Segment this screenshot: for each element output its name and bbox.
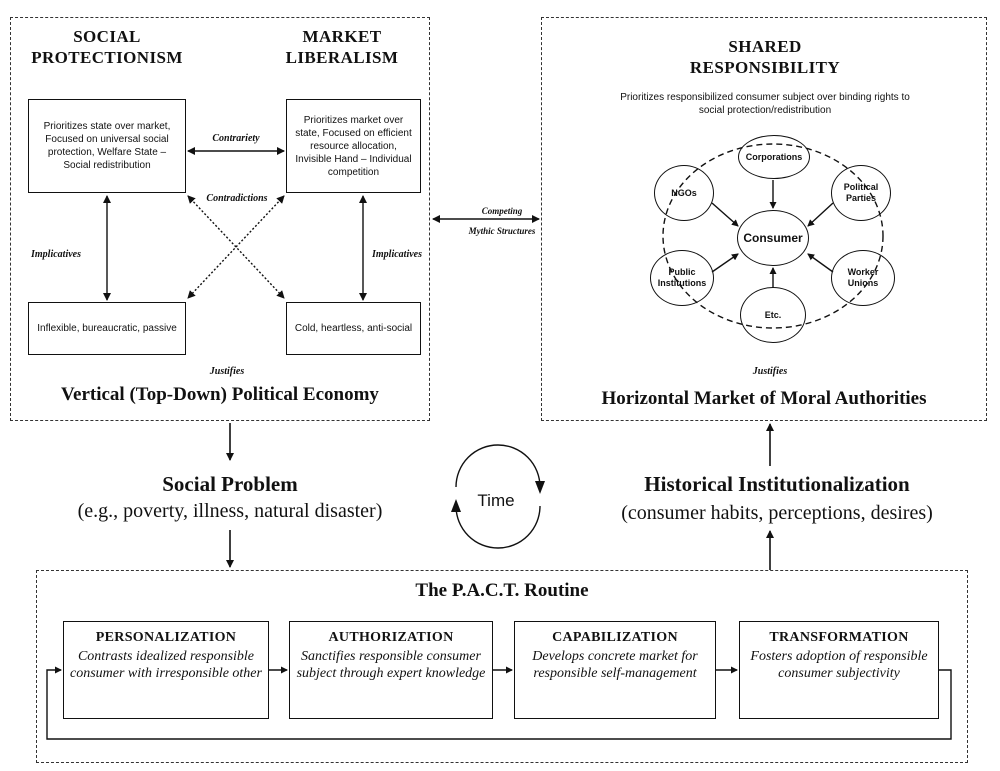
horizontal-market-title: Horizontal Market of Moral Authorities — [601, 388, 927, 409]
social-protectionism-text: Prioritizes state over market, Focused o… — [43, 121, 171, 171]
authorization-desc: Sanctifies responsible consumer subject … — [296, 649, 486, 681]
competing-label: Competing — [481, 206, 523, 216]
mythic-structures-label: Mythic Structures — [468, 226, 536, 236]
historical-institutionalization-subtitle: (consumer habits, perceptions, desires) — [621, 502, 933, 524]
historical-institutionalization-title: Historical Institutionalization — [644, 472, 910, 496]
capabilization-desc: Develops concrete market for responsible… — [532, 649, 698, 681]
transformation-desc: Fosters adoption of responsible consumer… — [750, 649, 928, 681]
shared-responsibility-title: SHARED RESPONSIBILITY — [689, 37, 841, 77]
capabilization-title: CAPABILIZATION — [552, 630, 678, 645]
implicatives-left-label: Implicatives — [31, 249, 81, 260]
public-to-consumer-arrow — [711, 253, 739, 273]
pact-routine-title: The P.A.C.T. Routine — [415, 580, 589, 601]
market-liberalism-text: Prioritizes market over state, Focused o… — [295, 114, 412, 178]
justifies-right-label: Justifies — [752, 366, 788, 377]
personalization-title: PERSONALIZATION — [95, 630, 237, 645]
corporations-node: Corporations — [738, 135, 810, 179]
justifies-left-label: Justifies — [209, 366, 245, 377]
inflexible-text: Inflexible, bureaucratic, passive — [37, 323, 177, 334]
transformation-box: TRANSFORMATION Fosters adoption of respo… — [739, 621, 939, 719]
political-parties-node: Political Parties — [831, 165, 891, 221]
parties-to-consumer-arrow — [807, 202, 834, 227]
authorization-title: AUTHORIZATION — [328, 630, 454, 645]
pact-loop-back-arrow — [46, 666, 952, 740]
worker-unions-node: Worker Unions — [831, 250, 895, 306]
time-cycle-arc-bottom — [455, 505, 541, 549]
time-cycle-arc-top — [455, 444, 541, 488]
network-ring — [662, 143, 884, 329]
public-institutions-node: Public Institutions — [650, 250, 714, 306]
capabilization-box: CAPABILIZATION Develops concrete market … — [514, 621, 716, 719]
personalization-desc: Contrasts idealized responsible consumer… — [70, 649, 262, 681]
time-cycle-arrowhead-top — [535, 481, 545, 494]
consumer-node: Consumer — [737, 210, 809, 266]
implicatives-right-label: Implicatives — [372, 249, 422, 260]
social-protectionism-box: Prioritizes state over market, Focused o… — [28, 99, 186, 193]
pact-routine-panel — [36, 570, 968, 763]
market-liberalism-title: MARKET LIBERALISM — [285, 27, 399, 67]
personalization-box: PERSONALIZATION Contrasts idealized resp… — [63, 621, 269, 719]
shared-responsibility-subtitle: Prioritizes responsibilized consumer sub… — [620, 92, 910, 116]
social-protectionism-title: SOCIAL PROTECTIONISM — [31, 27, 183, 67]
cold-text: Cold, heartless, anti-social — [294, 323, 413, 334]
etc-node: Etc. — [740, 287, 806, 343]
ngos-to-consumer-arrow — [711, 202, 739, 227]
contrariety-label: Contrariety — [212, 133, 260, 144]
horizontal-market-panel — [541, 17, 987, 421]
authorization-box: AUTHORIZATION Sanctifies responsible con… — [289, 621, 493, 719]
ngos-node: NGOs — [654, 165, 714, 221]
cold-box: Cold, heartless, anti-social — [286, 302, 421, 355]
social-problem-title: Social Problem — [162, 472, 298, 496]
transformation-title: TRANSFORMATION — [769, 630, 909, 645]
time-label: Time — [477, 491, 515, 510]
time-cycle-arrowhead-bottom — [451, 499, 461, 512]
vertical-political-economy-panel — [10, 17, 430, 421]
unions-to-consumer-arrow — [807, 253, 834, 273]
vertical-political-economy-title: Vertical (Top-Down) Political Economy — [61, 384, 379, 405]
inflexible-box: Inflexible, bureaucratic, passive — [28, 302, 186, 355]
market-liberalism-box: Prioritizes market over state, Focused o… — [286, 99, 421, 193]
contradiction-arrow-2 — [187, 195, 285, 299]
social-problem-subtitle: (e.g., poverty, illness, natural disaste… — [77, 500, 383, 522]
